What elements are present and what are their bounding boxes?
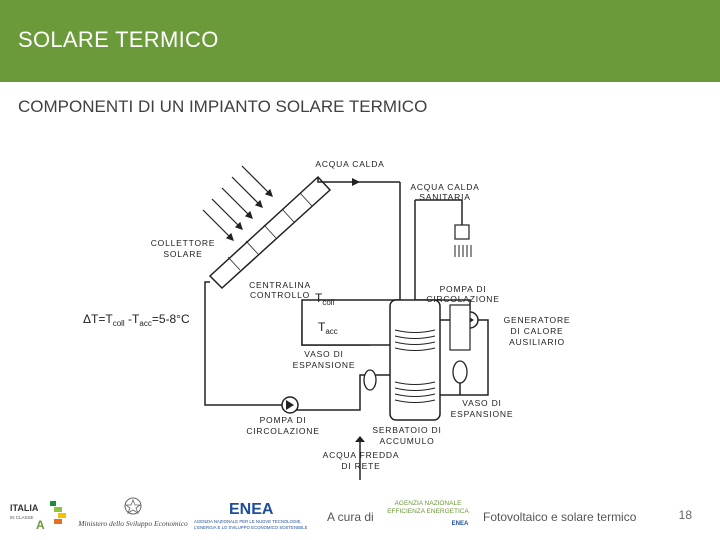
flow-arrow-icon <box>352 178 360 186</box>
solar-collector <box>208 175 332 290</box>
delta-sub2: acc <box>139 319 151 328</box>
ministero-emblem-icon: Ministero dello Sviluppo Economico <box>77 497 188 528</box>
italia-logo-letter: A <box>36 518 45 531</box>
label-serbatoio-1: SERBATOIO DI <box>372 425 441 435</box>
label-acqua-calda-sanitaria-2: SANITARIA <box>419 192 470 202</box>
shower-icon <box>454 224 472 257</box>
sun-rays <box>202 165 273 241</box>
label-generatore-1: GENERATORE <box>504 315 571 325</box>
page-title: SOLARE TERMICO <box>18 27 219 52</box>
italia-logo-word: ITALIA <box>10 503 39 513</box>
label-pompa-top-1: POMPA DI <box>440 284 487 294</box>
page-number: 18 <box>678 508 692 522</box>
enea-sub-2: L'ENERGIA E LO SVILUPPO ECONOMICO SOSTEN… <box>194 525 308 530</box>
slide-subtitle: COMPONENTI DI UN IMPIANTO SOLARE TERMICO <box>18 97 428 116</box>
italia-classe-a-logo: ITALIA IN CLASSE A <box>8 497 70 532</box>
label-acqua-calda-sanitaria-1: ACQUA CALDA <box>410 182 479 192</box>
label-t-acc: Tacc <box>318 320 338 336</box>
enea-wordmark: ENEA <box>229 501 274 518</box>
label-acqua-fredda-2: DI RETE <box>341 461 380 471</box>
label-generatore-3: AUSILIARIO <box>509 337 565 347</box>
label-collettore-2: SOLARE <box>163 249 202 259</box>
expansion-vessel-center-icon <box>363 369 377 391</box>
agenzia-line-1: AGENZIA NAZIONALE <box>395 500 462 507</box>
label-collettore-1: COLLETTORE <box>151 238 216 248</box>
label-vaso-right-2: ESPANSIONE <box>451 409 514 419</box>
agenzia-efficienza-logo: AGENZIA NAZIONALE EFFICIENZA ENERGETICA … <box>378 496 478 532</box>
ministero-logo: Ministero dello Sviluppo Economico <box>77 496 188 532</box>
delta-tail: =5-8°C <box>152 312 190 326</box>
label-vaso-center-2: ESPANSIONE <box>293 360 356 370</box>
enea-logo: ENEA AGENZIA NAZIONALE PER LE NUOVE TECN… <box>194 497 324 533</box>
label-t-coll: Tcoll <box>315 291 335 307</box>
label-delta-formula: ΔT=Tcoll -Tacc=5-8°C <box>83 312 190 328</box>
delta-symbol: Δ <box>83 312 91 326</box>
enea-sub-1: AGENZIA NAZIONALE PER LE NUOVE TECNOLOGI… <box>194 519 302 524</box>
italia-logo-icon: ITALIA IN CLASSE A <box>10 501 66 532</box>
label-pompa-top-2: CIRCOLAZIONE <box>426 294 499 304</box>
italia-logo-sub: IN CLASSE <box>10 515 34 520</box>
auxiliary-heater <box>449 304 471 351</box>
t-coll-sub: coll <box>322 298 334 307</box>
label-generatore-2: DI CALORE <box>510 326 563 336</box>
storage-tank <box>389 299 441 421</box>
label-centralina-1: CENTRALINA <box>249 280 311 290</box>
agenzia-line-2: EFFICIENZA ENERGETICA <box>387 508 469 515</box>
delta-mid: -T <box>125 312 140 326</box>
delta-t1: T=T <box>91 312 113 326</box>
t-coll-main: T <box>315 291 323 305</box>
ministero-name: Ministero dello Sviluppo Economico <box>78 519 188 528</box>
label-pompa-bottom-1: POMPA DI <box>260 415 307 425</box>
cold-water-arrow-icon <box>355 436 365 442</box>
control-unit <box>301 299 401 346</box>
agenzia-enea-mark: ENEA <box>452 521 469 527</box>
header-bar: SOLARE TERMICO <box>0 0 720 82</box>
label-acqua-fredda-1: ACQUA FREDDA <box>323 450 400 460</box>
label-acqua-calda: ACQUA CALDA <box>315 159 384 169</box>
expansion-vessel-right-icon <box>452 360 468 384</box>
label-serbatoio-2: ACCUMULO <box>379 436 434 446</box>
a-cura-di-label: A cura di <box>327 510 374 524</box>
enea-logo-icon: ENEA AGENZIA NAZIONALE PER LE NUOVE TECN… <box>194 501 308 530</box>
t-acc-main: T <box>318 320 326 334</box>
bottom-pump-icon <box>281 396 299 414</box>
footer-title: Fotovoltaico e solare termico <box>483 510 637 524</box>
label-pompa-bottom-2: CIRCOLAZIONE <box>246 426 319 436</box>
label-vaso-center-1: VASO DI <box>304 349 343 359</box>
t-acc-sub: acc <box>325 327 337 336</box>
label-vaso-right-1: VASO DI <box>462 398 501 408</box>
agenzia-logo-icon: AGENZIA NAZIONALE EFFICIENZA ENERGETICA … <box>387 500 469 527</box>
label-centralina-2: CONTROLLO <box>250 290 310 300</box>
delta-sub1: coll <box>113 319 125 328</box>
